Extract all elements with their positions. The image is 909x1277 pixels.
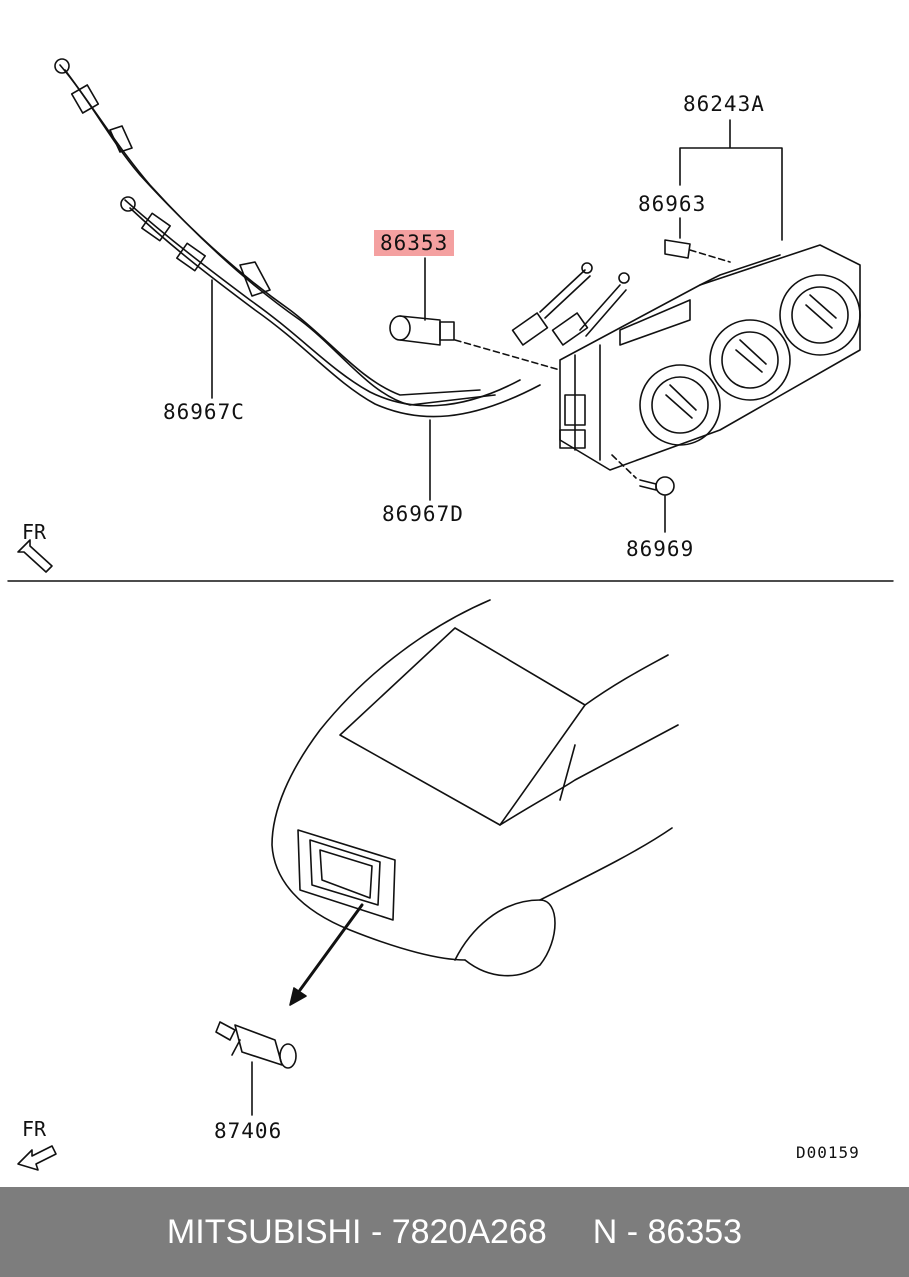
fr-arrow-bottom-icon (17, 1145, 57, 1171)
label-86963: 86963 (638, 192, 707, 216)
pointer-arrow (289, 903, 364, 1006)
cable-86967d (120, 196, 541, 418)
fr-arrow-icon (17, 539, 53, 573)
fr-label-bottom: FR (22, 1117, 47, 1141)
label-87406: 87406 (214, 1119, 283, 1143)
heater-control-assembly (559, 244, 861, 471)
cable-86967c (54, 58, 496, 406)
part-86963-shape (664, 239, 731, 263)
footer-part-info: MITSUBISHI - 7820A268 (166, 1212, 547, 1251)
part-87406-shape (215, 1021, 297, 1069)
fr-label-top: FR (22, 520, 47, 544)
label-86967c: 86967C (163, 400, 245, 424)
part-86969-shape (611, 454, 675, 496)
label-86243a: 86243A (683, 92, 765, 116)
label-86969: 86969 (626, 537, 695, 561)
part-86353-shape (389, 315, 561, 371)
label-86353-highlighted: 86353 (374, 230, 455, 256)
car-outline (271, 599, 679, 977)
diagram-code: D00159 (796, 1143, 860, 1162)
footer-bar: MITSUBISHI - 7820A268 N - 86353 (0, 1187, 909, 1277)
leader-lines (211, 119, 783, 533)
label-86967d: 86967D (382, 502, 464, 526)
parts-diagram (7, 58, 894, 1171)
footer-ref-info: N - 86353 (592, 1212, 743, 1251)
cable-ends (511, 262, 630, 346)
